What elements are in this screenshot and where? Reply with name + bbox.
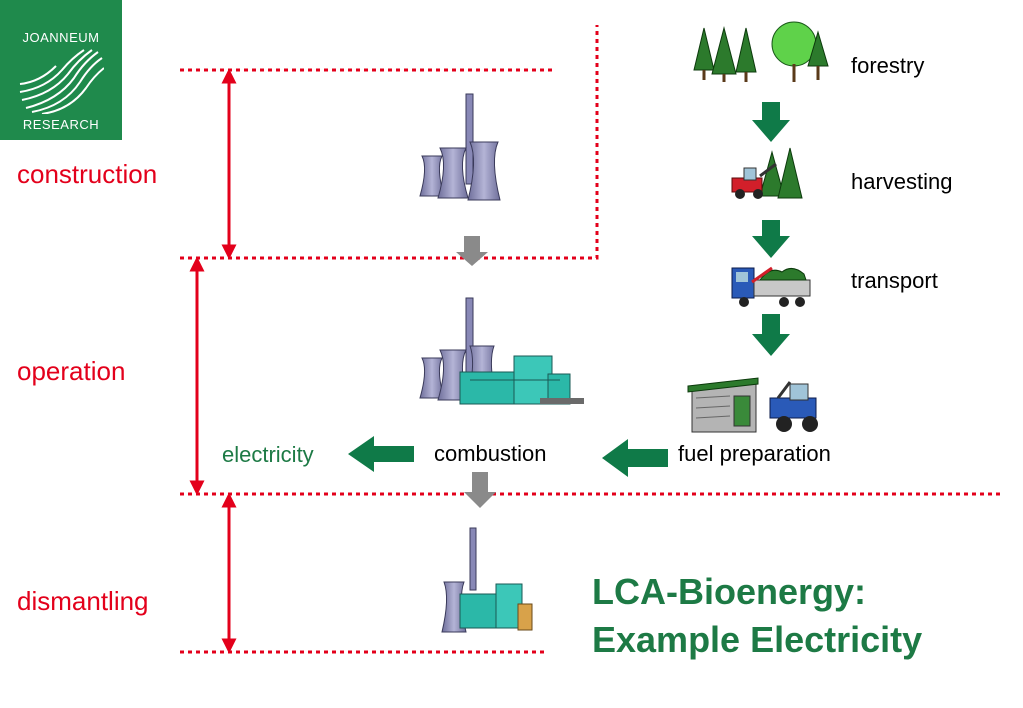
- phase-span-arrows: [189, 68, 237, 654]
- operation-label: operation: [17, 356, 126, 386]
- dismantling-label: dismantling: [17, 586, 149, 616]
- wood-shed-icon: [687, 377, 759, 433]
- stage-arrows: [456, 236, 496, 508]
- forest-icon: [693, 21, 829, 82]
- title-line-1: LCA-Bioenergy:: [592, 571, 867, 612]
- transport-label: transport: [851, 268, 938, 293]
- joanneum-logo: JOANNEUM RESEARCH: [0, 0, 122, 140]
- arrow-fuel-to-combustion: [602, 439, 668, 477]
- logo-bottom-text: RESEARCH: [22, 117, 100, 132]
- phase-boundaries: [180, 25, 1000, 654]
- slide-title: LCA-Bioenergy: Example Electricity: [592, 568, 922, 664]
- chipper-tractor-icon: [769, 381, 818, 432]
- truck-icon: [731, 266, 811, 307]
- title-line-2: Example Electricity: [592, 619, 923, 660]
- power-plant-icon: [419, 297, 584, 405]
- arrow-harvesting-transport: [752, 220, 790, 258]
- arrow-operation-dismantling: [464, 472, 496, 508]
- arrow-forestry-harvesting: [752, 102, 790, 142]
- arrow-transport-fuel: [752, 314, 790, 356]
- fuel-preparation-label: fuel preparation: [678, 441, 831, 466]
- harvesting-label: harvesting: [851, 169, 953, 194]
- flow-arrows: [348, 436, 668, 477]
- electricity-label: electricity: [222, 442, 314, 467]
- harvester-icon: [731, 147, 803, 199]
- combustion-label: combustion: [434, 441, 547, 466]
- logo-top-text: JOANNEUM: [22, 30, 100, 45]
- dismantled-plant-icon: [441, 527, 533, 633]
- forestry-label: forestry: [851, 53, 925, 78]
- boundary-construction-operation: [180, 25, 599, 260]
- arrow-construction-operation: [456, 236, 488, 266]
- supply-chain-arrows: [752, 102, 790, 356]
- construction-label: construction: [17, 159, 158, 189]
- cooling-towers-icon: [419, 93, 501, 201]
- logo-wave-icon: [19, 49, 104, 114]
- arrow-combustion-to-electricity: [348, 436, 414, 472]
